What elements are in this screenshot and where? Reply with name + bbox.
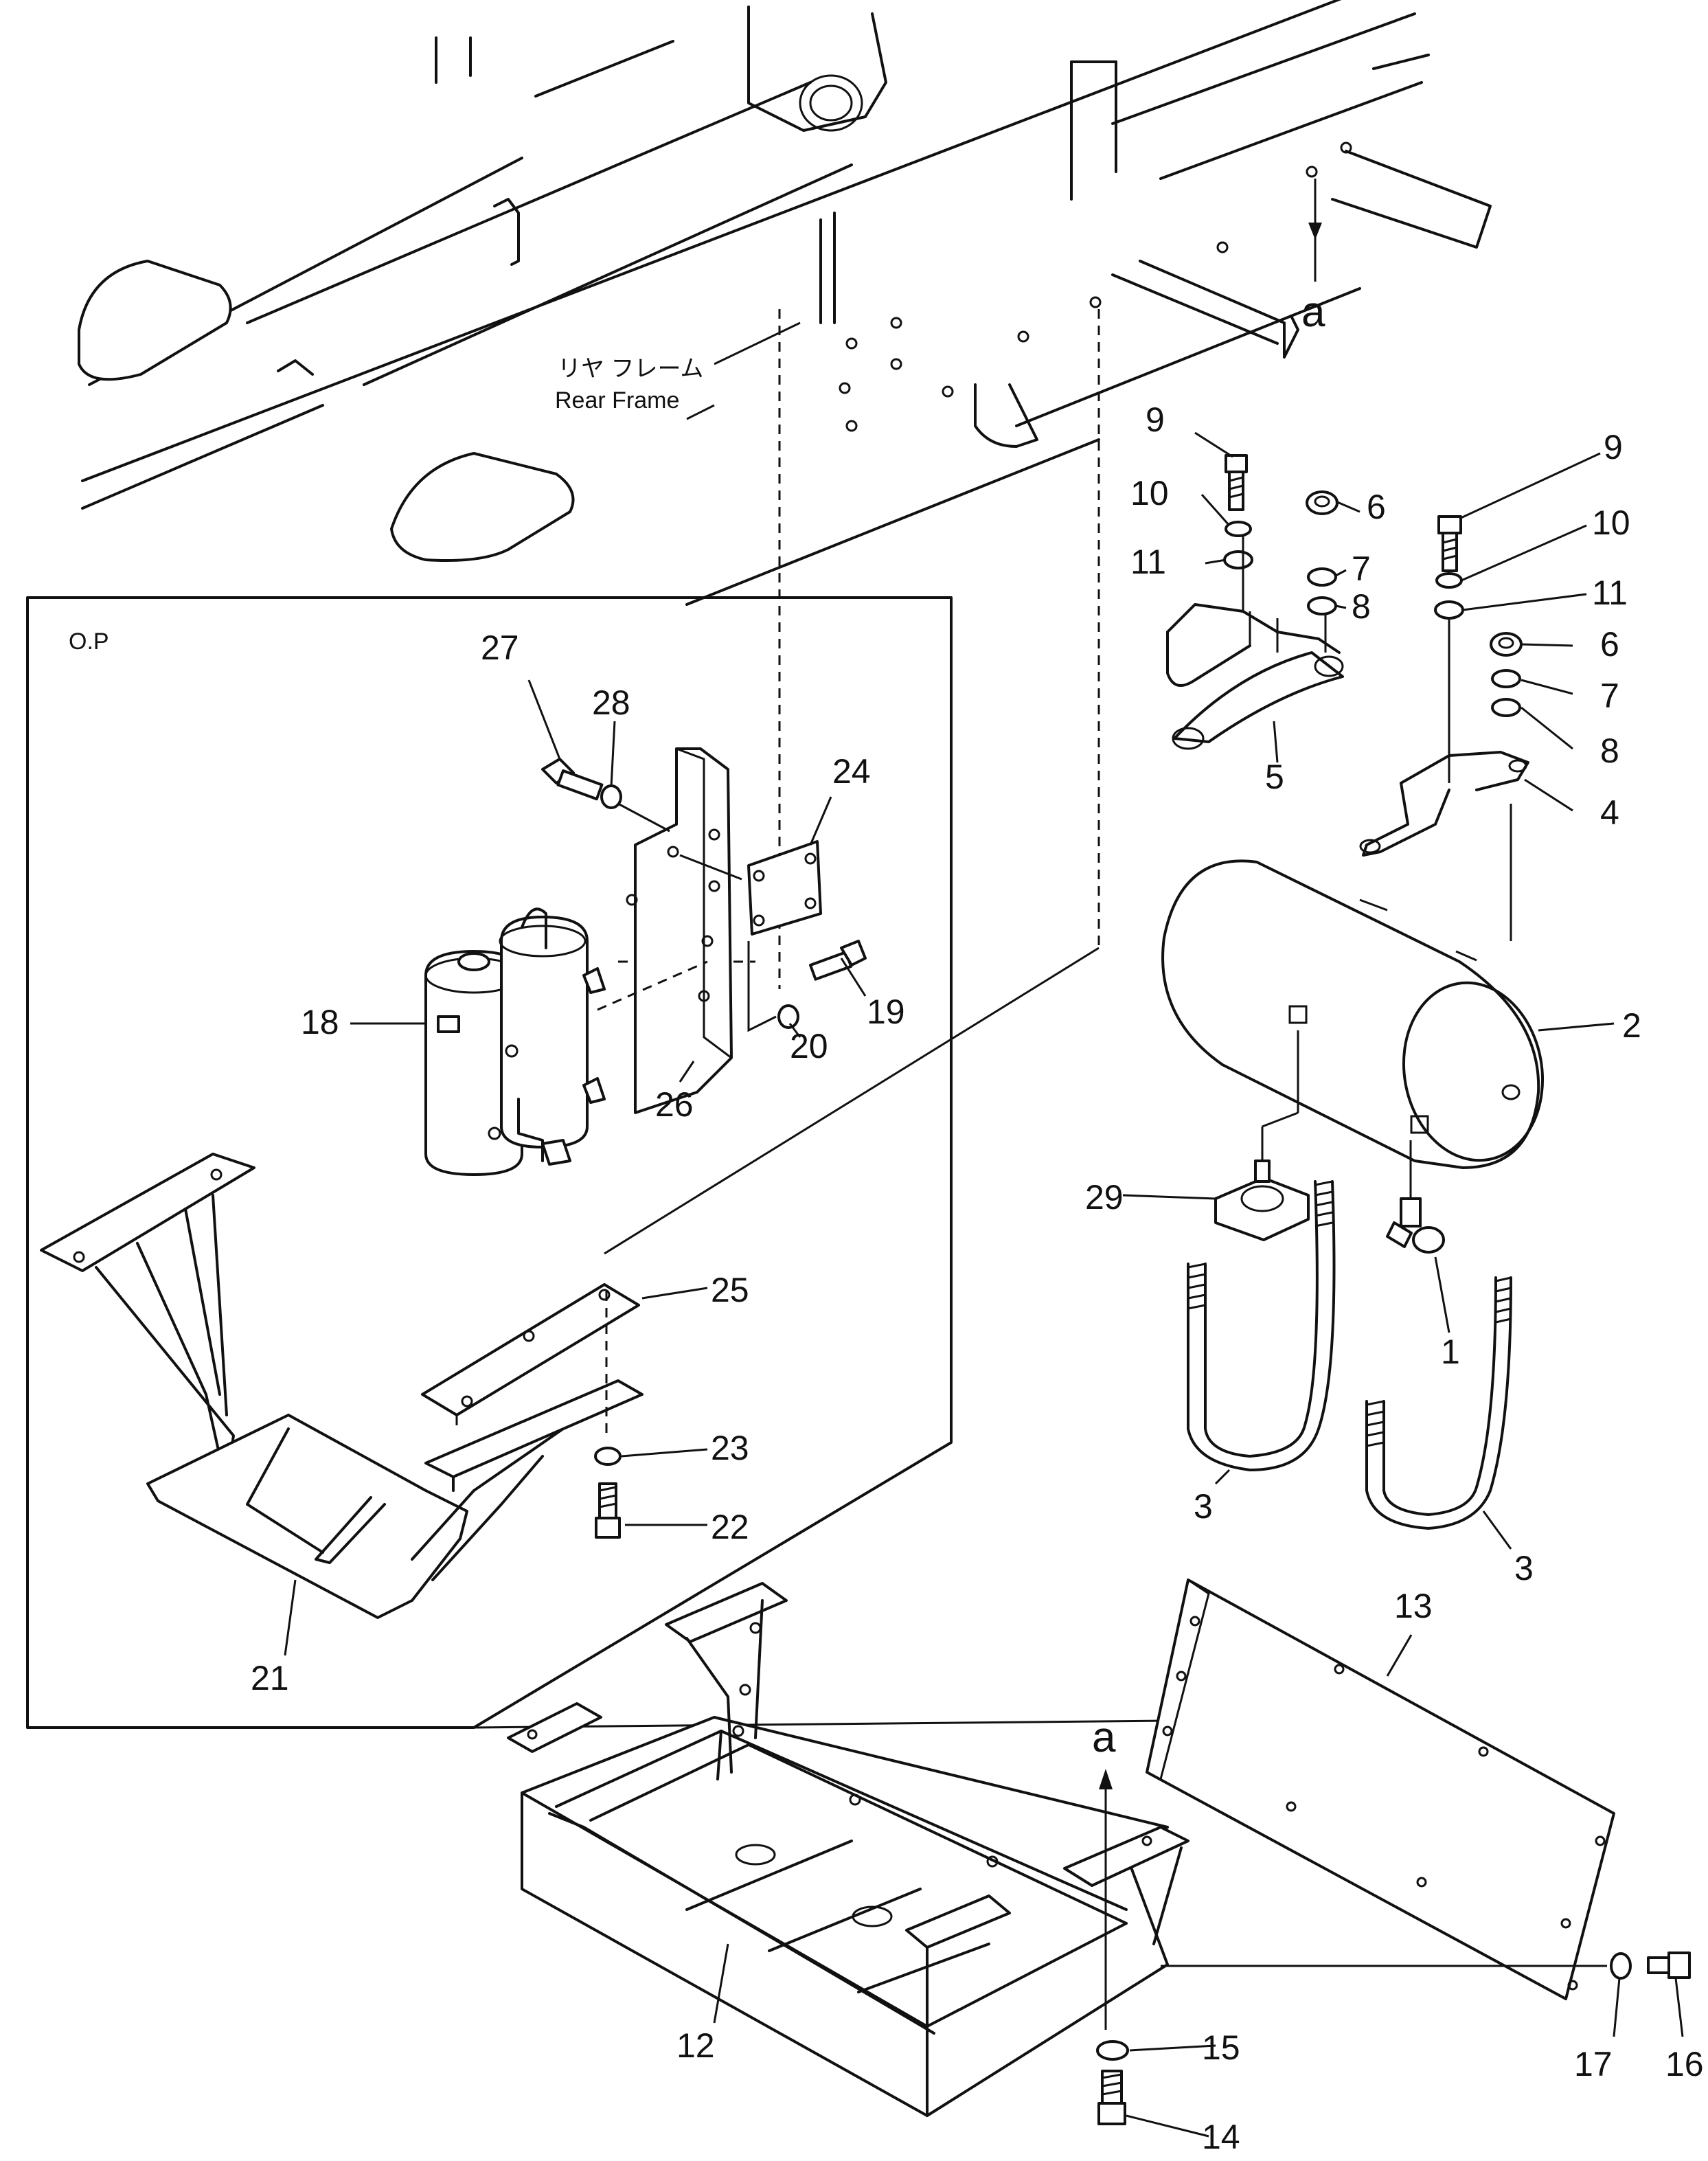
- callout-12: 12: [676, 2026, 715, 2065]
- drain-cock-1: [1386, 1140, 1445, 1254]
- callout-9a: 9: [1146, 400, 1165, 439]
- callout-11b: 11: [1592, 574, 1628, 612]
- frame-holes: [839, 142, 1352, 432]
- callout-29: 29: [1085, 1178, 1124, 1217]
- callout-8b: 8: [1600, 732, 1619, 770]
- callout-20: 20: [790, 1027, 828, 1065]
- callout-19: 19: [867, 993, 905, 1031]
- bracket-plate-26: [626, 747, 733, 1114]
- rear-frame: [78, 0, 1492, 606]
- u-bolt-left: [1187, 1180, 1336, 1471]
- callout-2: 2: [1622, 1006, 1641, 1045]
- callout-11a: 11: [1130, 543, 1166, 581]
- compressor-18: [424, 907, 606, 1176]
- bolt-14: [1096, 2040, 1129, 2125]
- callout-14: 14: [1202, 2118, 1240, 2156]
- callout-15: 15: [1202, 2028, 1240, 2067]
- callout-24: 24: [832, 752, 871, 791]
- callout-7b: 7: [1600, 677, 1619, 715]
- bolt-16: [1610, 1951, 1691, 1980]
- callout-28: 28: [592, 683, 630, 722]
- callout-21: 21: [251, 1659, 289, 1697]
- callout-leaders: [284, 431, 1684, 2138]
- callout-7a: 7: [1352, 550, 1371, 588]
- callout-23: 23: [711, 1429, 749, 1467]
- bolt-22: [594, 1447, 622, 1539]
- u-bolt-right: [1365, 1276, 1512, 1530]
- callout-10a: 10: [1130, 474, 1169, 512]
- callout-10b: 10: [1592, 504, 1630, 542]
- stand-21: [40, 1153, 644, 1619]
- callout-5: 5: [1265, 758, 1284, 796]
- callout-4: 4: [1600, 793, 1619, 832]
- band-5: [1166, 603, 1344, 750]
- callout-22: 22: [711, 1508, 749, 1546]
- hardware-left-group: [1223, 454, 1339, 653]
- frame-12: [507, 1582, 1189, 2117]
- callout-27: 27: [481, 629, 519, 667]
- callout-6a: 6: [1367, 488, 1386, 526]
- arrow-label-bottom: a: [1092, 1714, 1116, 1761]
- band-4: [1359, 751, 1529, 857]
- plate-24: [747, 840, 822, 936]
- frame-label-en: Rear Frame: [555, 387, 679, 414]
- plate-25: [421, 1283, 640, 1436]
- arrow-label-top: a: [1301, 288, 1325, 336]
- callout-8a: 8: [1352, 587, 1371, 626]
- callout-25: 25: [711, 1271, 749, 1309]
- callout-18: 18: [301, 1003, 339, 1041]
- callout-numbers: 9 10 11 6 7 8 5 9 10 11 6 7 8 4 2 29 1 3…: [251, 400, 1704, 2156]
- callout-13: 13: [1394, 1587, 1433, 1625]
- callout-9b: 9: [1604, 428, 1623, 466]
- callout-3b: 3: [1514, 1549, 1534, 1587]
- callout-3a: 3: [1194, 1487, 1213, 1526]
- frame-label-jp: リヤ フレーム: [558, 356, 703, 382]
- callout-6b: 6: [1600, 625, 1619, 664]
- callout-1: 1: [1441, 1333, 1460, 1371]
- option-label: O.P: [69, 629, 109, 655]
- governor-29: [1214, 1030, 1310, 1241]
- callout-26: 26: [655, 1085, 694, 1124]
- guard-13: [1146, 1579, 1615, 2000]
- arrow-a-top: [1308, 179, 1322, 282]
- arrow-a-bottom: [1099, 1769, 1113, 2030]
- air-tank: [1161, 859, 1545, 1169]
- callout-17: 17: [1574, 2045, 1613, 2083]
- callout-16: 16: [1665, 2045, 1704, 2083]
